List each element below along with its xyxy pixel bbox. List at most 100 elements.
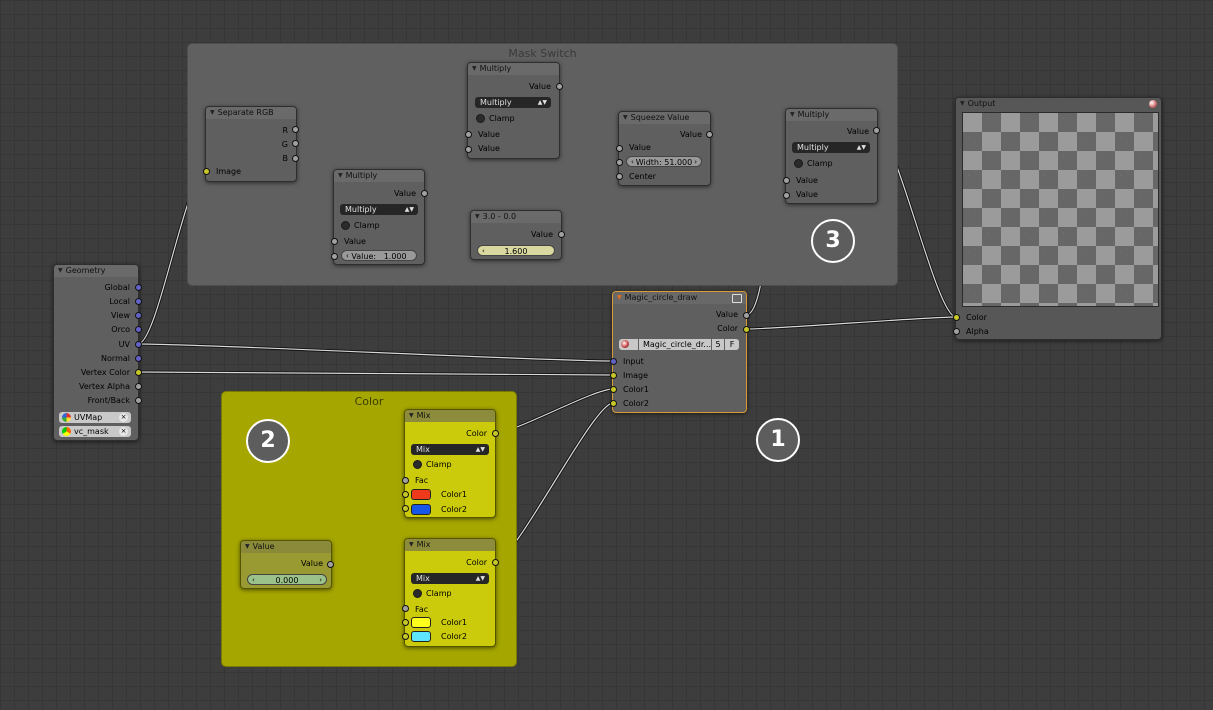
node-header[interactable]: ▼Multiply	[786, 109, 877, 121]
users-count-button[interactable]: 5	[712, 339, 724, 350]
width-number-field[interactable]: ‹ Width: 51.000 ›	[626, 156, 702, 167]
color1-swatch[interactable]	[411, 489, 431, 500]
socket-mxA-fac[interactable]	[401, 476, 409, 484]
socket-mxB-c2[interactable]	[401, 632, 409, 640]
decrement-arrow-icon[interactable]: ‹	[482, 247, 485, 255]
math-operation-dropdown[interactable]: Multiply▲▼	[475, 97, 551, 108]
node-header[interactable]: ▼Mix	[405, 410, 495, 422]
socket-g0[interactable]	[134, 283, 142, 291]
socket-mC-out[interactable]	[872, 126, 880, 134]
node-header[interactable]: ▼Squeeze Value	[619, 112, 710, 124]
collapse-triangle-icon[interactable]: ▼	[409, 541, 414, 548]
socket-g3[interactable]	[134, 325, 142, 333]
socket-g6[interactable]	[134, 368, 142, 376]
node-header[interactable]: ▼Separate RGB	[206, 107, 296, 119]
node-magic-circle-draw[interactable]: ▼Magic_circle_draw Value Color Magic_cir…	[612, 291, 747, 413]
collapse-triangle-icon[interactable]: ▼	[58, 267, 63, 274]
value-number-field[interactable]: ‹ 0.000 ›	[247, 574, 327, 585]
socket-mxA-c1[interactable]	[401, 490, 409, 498]
node-header[interactable]: ▼Multiply	[334, 170, 424, 182]
collapse-triangle-icon[interactable]: ▼	[790, 111, 795, 118]
node-squeeze-value[interactable]: ▼Squeeze Value Value Value ‹ Width: 51.0…	[618, 111, 711, 186]
collapse-triangle-icon[interactable]: ▼	[475, 213, 480, 220]
blend-mode-dropdown[interactable]: Mix▲▼	[411, 573, 489, 584]
increment-arrow-icon[interactable]: ›	[694, 158, 697, 166]
node-header[interactable]: ▼Mix	[405, 539, 495, 551]
socket-mB-in[interactable]	[330, 237, 338, 245]
socket-rg-out[interactable]	[557, 230, 565, 238]
collapse-triangle-icon[interactable]: ▼	[338, 172, 343, 179]
socket-g5[interactable]	[134, 354, 142, 362]
clamp-checkbox[interactable]	[341, 221, 350, 230]
math-operation-dropdown[interactable]: Multiply▲▼	[340, 204, 418, 215]
socket-mg-img[interactable]	[609, 371, 617, 379]
socket-mA-in2[interactable]	[464, 145, 472, 153]
node-geometry[interactable]: ▼Geometry Global Local View Orco UV Norm…	[53, 264, 139, 441]
socket-val-out[interactable]	[326, 560, 334, 568]
clamp-checkbox[interactable]	[413, 460, 422, 469]
socket-srgb-r[interactable]	[291, 125, 299, 133]
socket-srgb-img[interactable]	[202, 167, 210, 175]
clear-x-icon[interactable]: ×	[119, 413, 128, 422]
collapse-triangle-icon[interactable]: ▼	[623, 114, 628, 121]
node-header[interactable]: ▼3.0 - 0.0	[471, 211, 561, 223]
socket-mxB-c1[interactable]	[401, 618, 409, 626]
color2-swatch[interactable]	[411, 504, 431, 515]
socket-out-c[interactable]	[952, 313, 960, 321]
socket-mxA-c2[interactable]	[401, 504, 409, 512]
socket-sq-c[interactable]	[615, 172, 623, 180]
socket-sq-w[interactable]	[615, 158, 623, 166]
socket-g8[interactable]	[134, 396, 142, 404]
decrement-arrow-icon[interactable]: ‹	[631, 158, 634, 166]
socket-g4[interactable]	[134, 340, 142, 348]
node-header[interactable]: ▼Magic_circle_draw	[613, 292, 746, 304]
link-g6-to-mg-img[interactable]	[137, 371, 614, 376]
socket-mC-in2[interactable]	[782, 191, 790, 199]
collapse-triangle-icon[interactable]: ▼	[409, 412, 414, 419]
decrement-arrow-icon[interactable]: ‹	[346, 252, 349, 260]
node-value[interactable]: ▼Value Value ‹ 0.000 ›	[240, 540, 332, 589]
socket-mg-col[interactable]	[742, 325, 750, 333]
increment-arrow-icon[interactable]: ›	[319, 576, 322, 584]
node-separate-rgb[interactable]: ▼Separate RGB R G B Image	[205, 106, 297, 182]
socket-sq-in[interactable]	[615, 144, 623, 152]
node-multiply-b[interactable]: ▼Multiply Value Multiply▲▼ Clamp Value ‹…	[333, 169, 425, 265]
node-header[interactable]: ▼Output	[956, 98, 1161, 110]
socket-srgb-g[interactable]	[291, 139, 299, 147]
vertex-color-selector[interactable]: vc_mask ×	[59, 426, 131, 437]
clamp-checkbox[interactable]	[476, 114, 485, 123]
value-slider-field[interactable]: ‹ 1.600	[477, 245, 555, 256]
collapse-triangle-icon[interactable]: ▼	[210, 109, 215, 116]
node-header[interactable]: ▼Value	[241, 541, 331, 553]
node-range-value[interactable]: ▼3.0 - 0.0 Value ‹ 1.600	[470, 210, 562, 260]
socket-g7[interactable]	[134, 382, 142, 390]
link-g4-to-mg-in[interactable]	[137, 343, 614, 362]
socket-mC-in1[interactable]	[782, 176, 790, 184]
node-multiply-a[interactable]: ▼Multiply Value Multiply▲▼ Clamp Value V…	[467, 62, 560, 159]
link-mg-col-to-out-c[interactable]	[745, 316, 957, 330]
socket-srgb-b[interactable]	[291, 154, 299, 162]
edit-group-icon[interactable]	[732, 294, 742, 303]
socket-mxB-out[interactable]	[491, 558, 499, 566]
collapse-triangle-icon[interactable]: ▼	[472, 65, 477, 72]
group-browse-button[interactable]	[619, 339, 638, 350]
node-header[interactable]: ▼Multiply	[468, 63, 559, 75]
uvmap-selector[interactable]: UVMap ×	[59, 412, 131, 423]
socket-sq-out[interactable]	[705, 130, 713, 138]
node-mix-a[interactable]: ▼Mix Color Mix▲▼ Clamp Fac Color1 Color2	[404, 409, 496, 518]
socket-mg-val[interactable]	[742, 311, 750, 319]
socket-mxA-out[interactable]	[491, 429, 499, 437]
group-name-field[interactable]: Magic_circle_dr...	[639, 339, 711, 350]
socket-mg-c1[interactable]	[609, 385, 617, 393]
node-header[interactable]: ▼Geometry	[54, 265, 138, 277]
blend-mode-dropdown[interactable]: Mix▲▼	[411, 444, 489, 455]
socket-mxB-fac[interactable]	[401, 604, 409, 612]
value-number-field[interactable]: ‹ Value: 1.000	[341, 250, 417, 261]
socket-mg-in[interactable]	[609, 357, 617, 365]
socket-out-a[interactable]	[952, 327, 960, 335]
socket-mg-c2[interactable]	[609, 399, 617, 407]
clamp-checkbox[interactable]	[413, 589, 422, 598]
socket-mB-out[interactable]	[420, 189, 428, 197]
socket-g1[interactable]	[134, 297, 142, 305]
socket-mA-in1[interactable]	[464, 130, 472, 138]
